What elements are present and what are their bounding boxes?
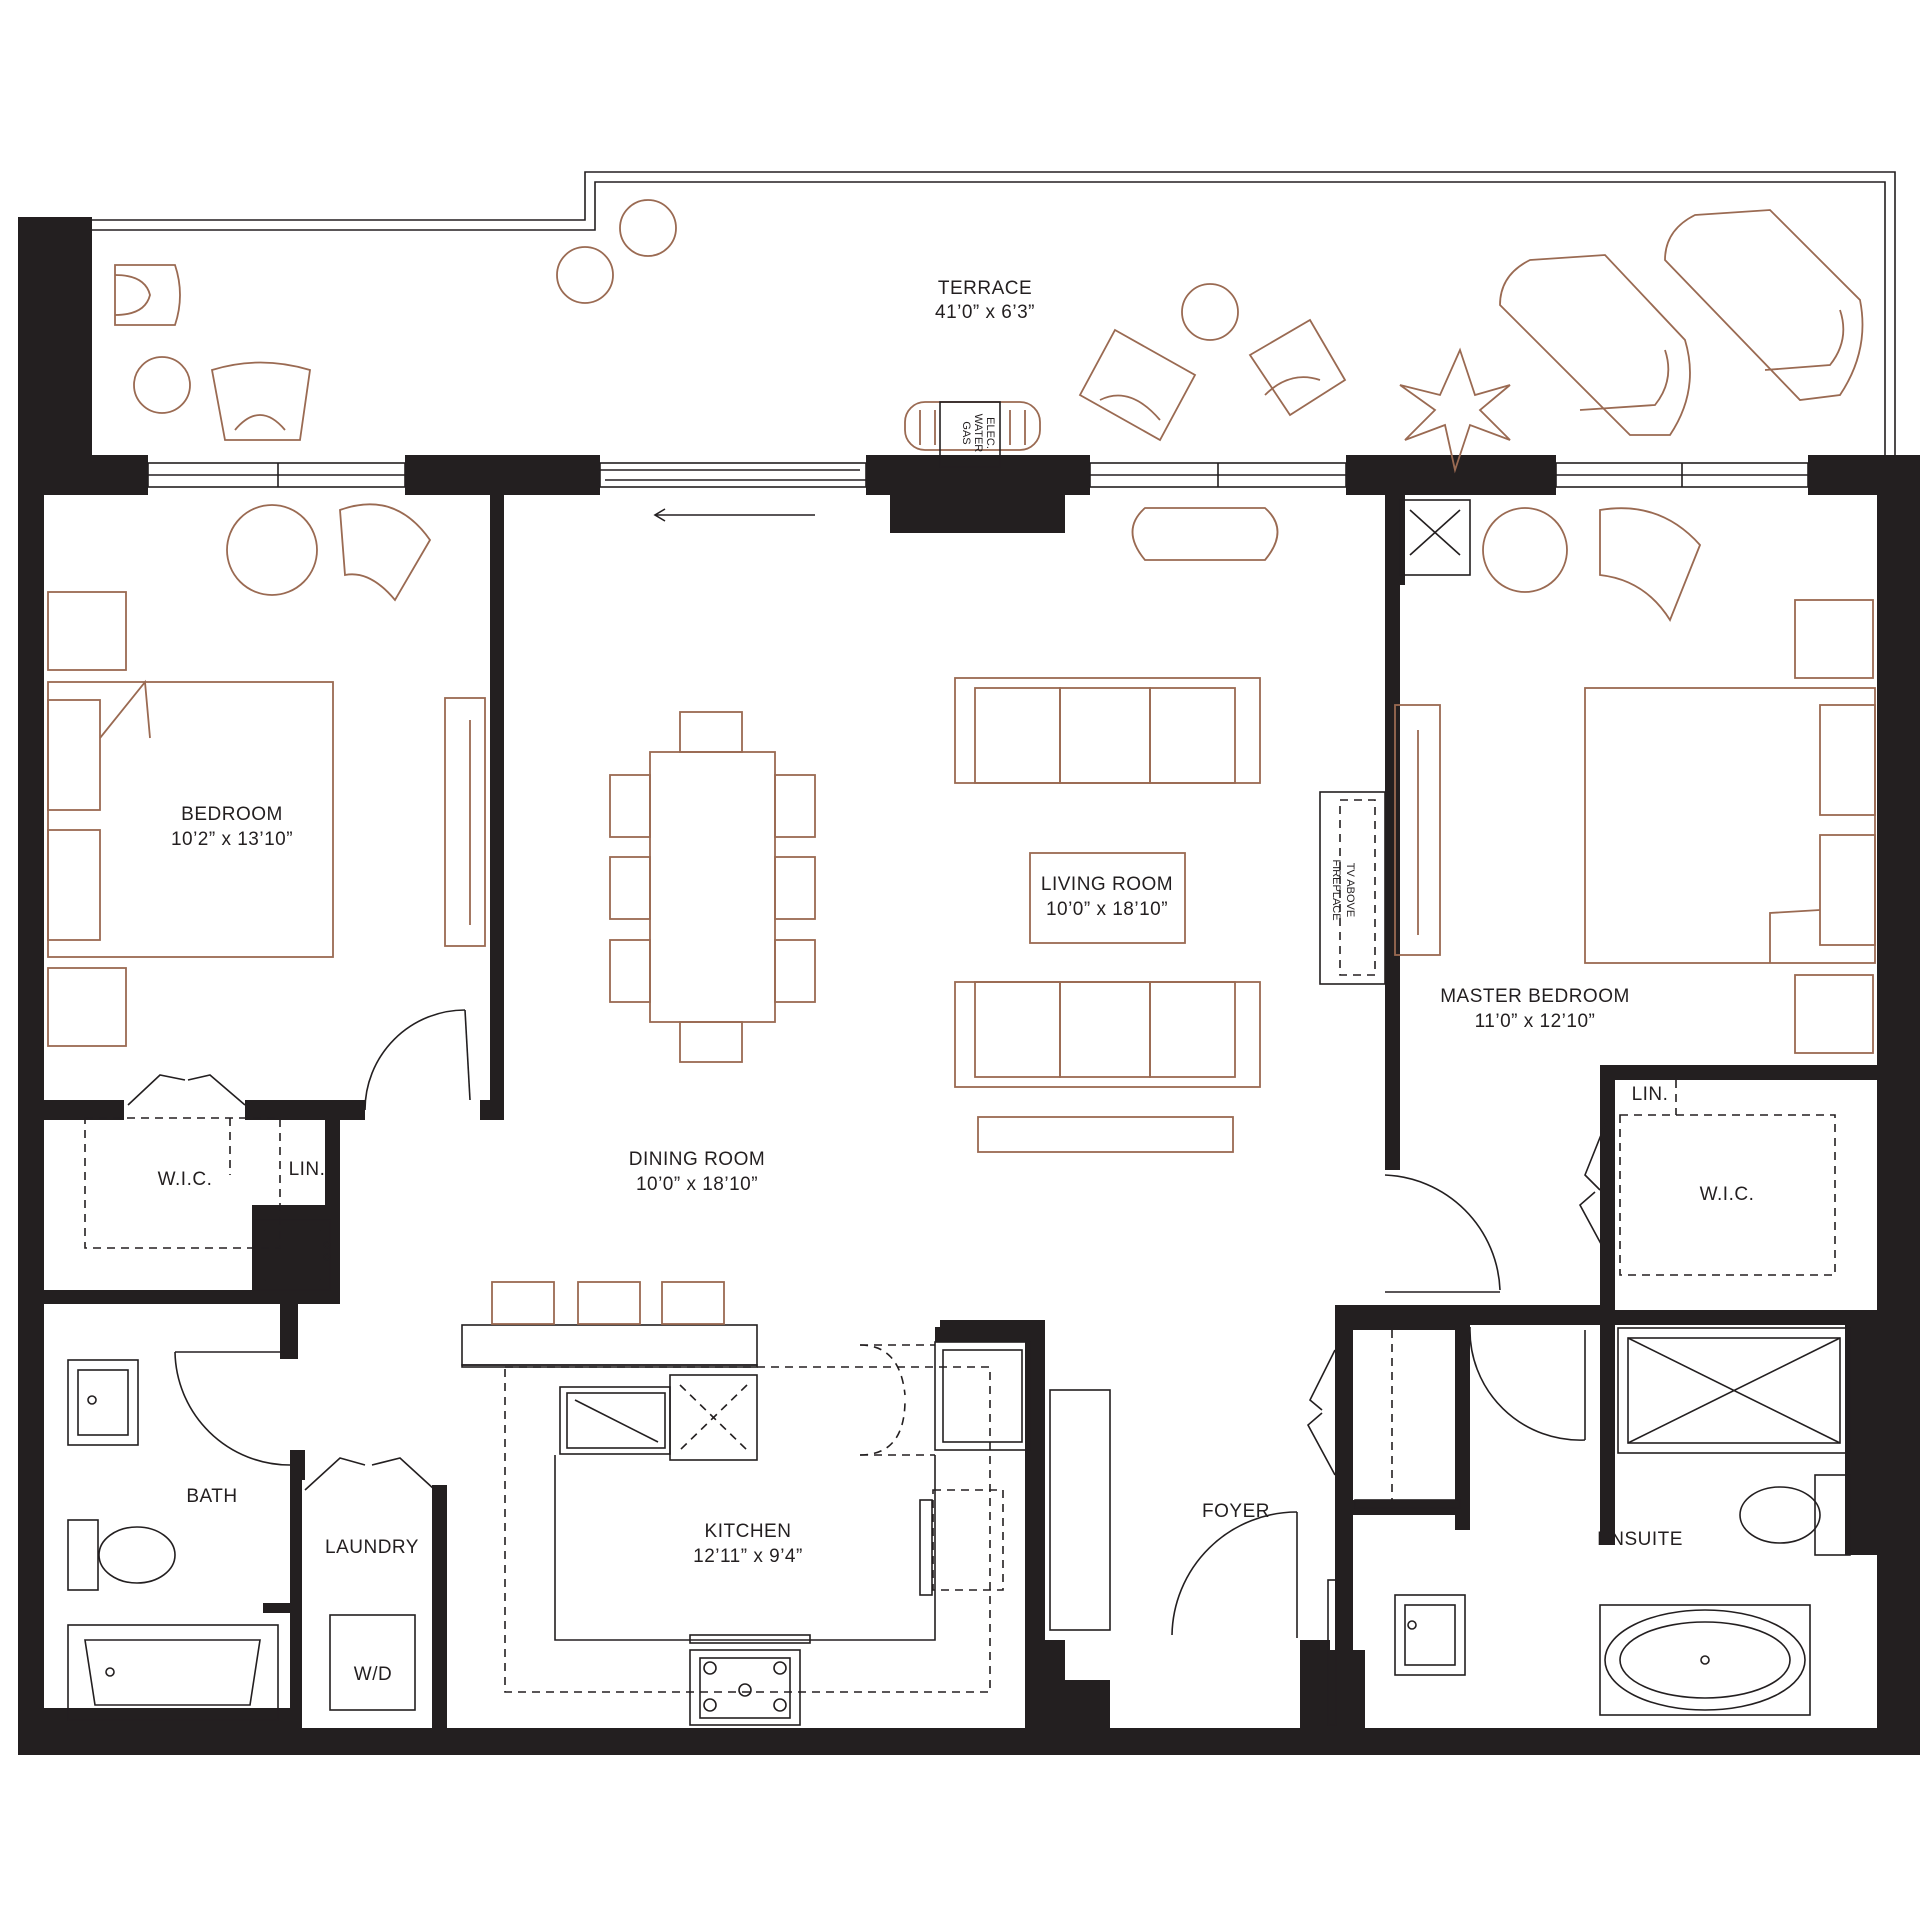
wd-label: W/D xyxy=(354,1664,392,1685)
master-bedroom-dims: 11’0” x 12’10” xyxy=(1475,1011,1596,1032)
wic-right-label: W.I.C. xyxy=(1700,1184,1755,1205)
master-chair xyxy=(1599,507,1702,622)
fireplace-label: FIREPLACE xyxy=(1330,859,1342,920)
doors xyxy=(127,1009,1608,1638)
water-label: WATER xyxy=(972,414,984,453)
bedroom-label: BEDROOM xyxy=(181,804,283,825)
kitchen-fixtures xyxy=(461,1324,1111,1726)
plant-1 xyxy=(1399,347,1511,474)
room-labels: TERRACE 41’0” x 6’3” BEDROOM 10’2” x 13’… xyxy=(158,278,1755,1685)
tv-above-label: TV ABOVE xyxy=(1344,863,1356,917)
lounger-1 xyxy=(1499,254,1691,436)
bedroom-chair xyxy=(339,503,432,602)
ensuite-label: ENSUITE xyxy=(1597,1529,1683,1550)
fixtures xyxy=(67,499,1851,1726)
furniture xyxy=(47,199,1876,1325)
utility-text: GAS WATER ELEC. xyxy=(960,414,996,453)
terrace-chair-1 xyxy=(114,264,181,326)
terrace-label: TERRACE xyxy=(938,278,1032,299)
dining-room-dims: 10’0” x 18’10” xyxy=(636,1174,758,1195)
master-bedroom-label: MASTER BEDROOM xyxy=(1440,986,1630,1007)
windows xyxy=(147,462,1809,522)
lin-left-label: LIN. xyxy=(289,1159,326,1180)
living-room-dims: 10’0” x 18’10” xyxy=(1046,899,1168,920)
living-room-label: LIVING ROOM xyxy=(1041,874,1173,895)
bath-label: BATH xyxy=(186,1486,237,1507)
terrace-chair-3 xyxy=(1078,328,1197,442)
kitchen-dims: 12’11” x 9’4” xyxy=(693,1546,803,1567)
elec-label: ELEC. xyxy=(984,417,996,449)
terrace-dims: 41’0” x 6’3” xyxy=(935,302,1035,323)
utility-panel xyxy=(904,401,1041,468)
dining-room-label: DINING ROOM xyxy=(629,1149,765,1170)
exterior-walls xyxy=(18,217,1920,1755)
laundry-label: LAUNDRY xyxy=(325,1537,419,1558)
kitchen-label: KITCHEN xyxy=(705,1521,792,1542)
terrace-chair-2 xyxy=(210,361,312,441)
wic-left-label: W.I.C. xyxy=(158,1169,213,1190)
bedroom-dims: 10’2” x 13’10” xyxy=(171,829,293,850)
closets xyxy=(84,1080,1836,1693)
fireplace-text: TV ABOVE FIREPLACE xyxy=(1330,859,1356,920)
terrace-railing xyxy=(92,171,1896,455)
terrace-chair-4 xyxy=(1248,318,1347,417)
gas-label: GAS xyxy=(960,421,972,444)
lin-right-label: LIN. xyxy=(1632,1084,1669,1105)
lounger-2 xyxy=(1664,209,1864,401)
foyer-label: FOYER xyxy=(1202,1501,1270,1522)
